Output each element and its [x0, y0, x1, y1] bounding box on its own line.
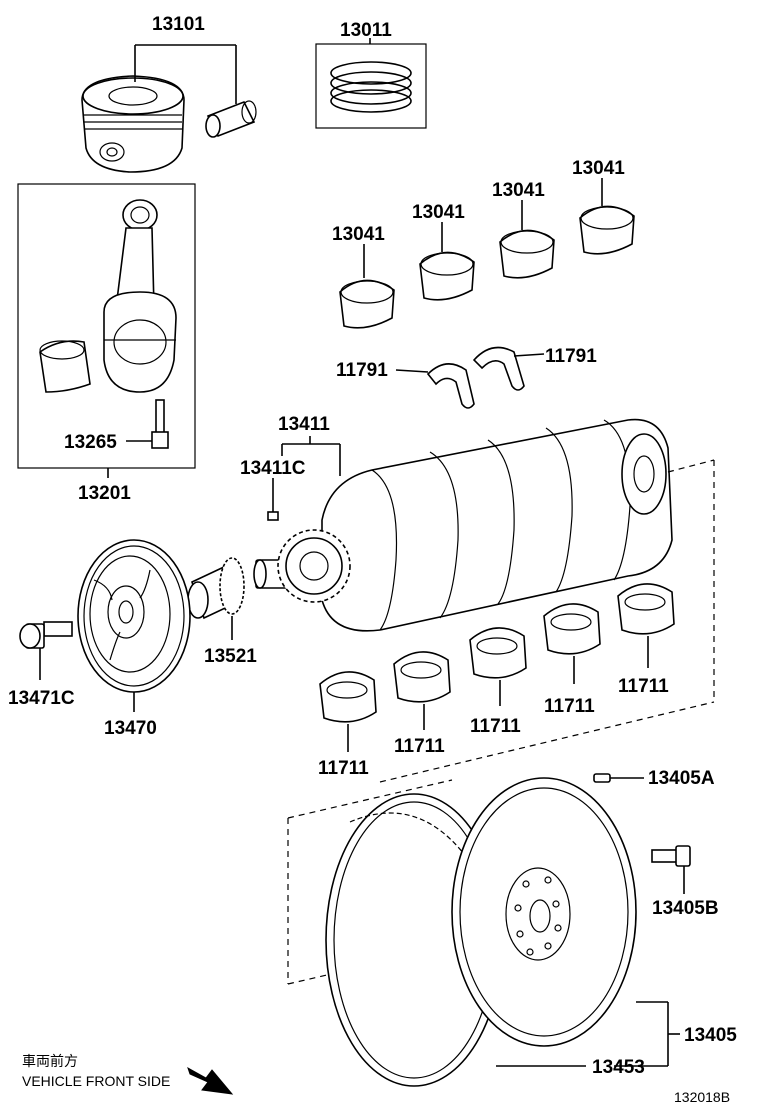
leader-13411	[272, 436, 341, 512]
crankshaft-pulley[interactable]	[77, 539, 191, 693]
main-bearing-lower-3[interactable]	[469, 627, 527, 679]
flywheel[interactable]	[451, 777, 637, 1047]
label-11711-b: 11711	[394, 736, 445, 757]
label-11791-r: 11791	[545, 346, 597, 367]
arrow-down-right-icon	[187, 1066, 234, 1095]
conrod-bolt[interactable]	[151, 399, 169, 449]
main-bearing-upper-1[interactable]	[339, 279, 395, 329]
label-13041-a: 13041	[332, 224, 385, 245]
label-13041-d: 13041	[572, 158, 625, 179]
crankshaft-group-outline	[379, 459, 715, 783]
conrod-bearing[interactable]	[39, 340, 91, 393]
label-11711-c: 11711	[470, 716, 521, 737]
pulley-bolt[interactable]	[19, 621, 73, 649]
label-13041-c: 13041	[492, 180, 545, 201]
ring-set-box	[315, 43, 427, 129]
label-11711-a: 11711	[318, 758, 369, 779]
crank-timing-sprocket[interactable]	[277, 529, 351, 603]
label-13521: 13521	[204, 646, 257, 667]
flywheel-bolt[interactable]	[651, 845, 691, 867]
label-13011: 13011	[340, 20, 392, 41]
main-bearing-upper-4[interactable]	[579, 205, 635, 255]
front-side-label-jp: 車両前方	[22, 1053, 78, 1069]
front-side-label-en: VEHICLE FRONT SIDE	[22, 1073, 170, 1089]
label-11711-d: 11711	[544, 696, 595, 717]
flywheel-dowel-pin[interactable]	[593, 773, 611, 783]
label-13411: 13411	[278, 414, 330, 435]
piston-ring-set[interactable]	[330, 61, 412, 113]
piston[interactable]	[81, 75, 185, 173]
label-13453: 13453	[592, 1057, 645, 1078]
label-13405: 13405	[684, 1025, 737, 1046]
main-bearing-lower-4[interactable]	[543, 603, 601, 655]
label-13405a: 13405A	[648, 768, 715, 789]
label-13101: 13101	[152, 14, 205, 35]
label-13201: 13201	[78, 483, 131, 504]
label-13471c: 13471C	[8, 688, 75, 709]
label-11711-e: 11711	[618, 676, 669, 697]
label-13405b: 13405B	[652, 898, 719, 919]
woodruff-key[interactable]	[267, 511, 279, 521]
label-13470: 13470	[104, 718, 157, 739]
figure-code: 132018B	[674, 1089, 730, 1105]
main-bearing-lower-5[interactable]	[617, 583, 675, 635]
main-bearing-lower-2[interactable]	[393, 651, 451, 703]
thrust-washer-right[interactable]	[472, 346, 525, 391]
leader-13405	[614, 1001, 680, 1067]
label-11791-l: 11791	[336, 360, 388, 381]
oil-pump-drive-sprocket[interactable]	[187, 557, 245, 620]
label-13411c: 13411C	[240, 458, 306, 479]
connecting-rod[interactable]	[103, 199, 177, 393]
main-bearing-lower-1[interactable]	[319, 671, 377, 723]
crankshaft[interactable]	[253, 418, 673, 632]
leader-13101	[134, 44, 237, 104]
leader-11791-l	[395, 369, 429, 373]
main-bearing-upper-2[interactable]	[419, 251, 475, 301]
main-bearing-upper-3[interactable]	[499, 229, 555, 279]
leader-11791-r	[513, 353, 545, 357]
thrust-washer-left[interactable]	[426, 363, 475, 409]
piston-pin[interactable]	[205, 100, 257, 138]
conrod-box	[17, 183, 196, 469]
label-13265: 13265	[64, 432, 117, 453]
label-13041-b: 13041	[412, 202, 465, 223]
